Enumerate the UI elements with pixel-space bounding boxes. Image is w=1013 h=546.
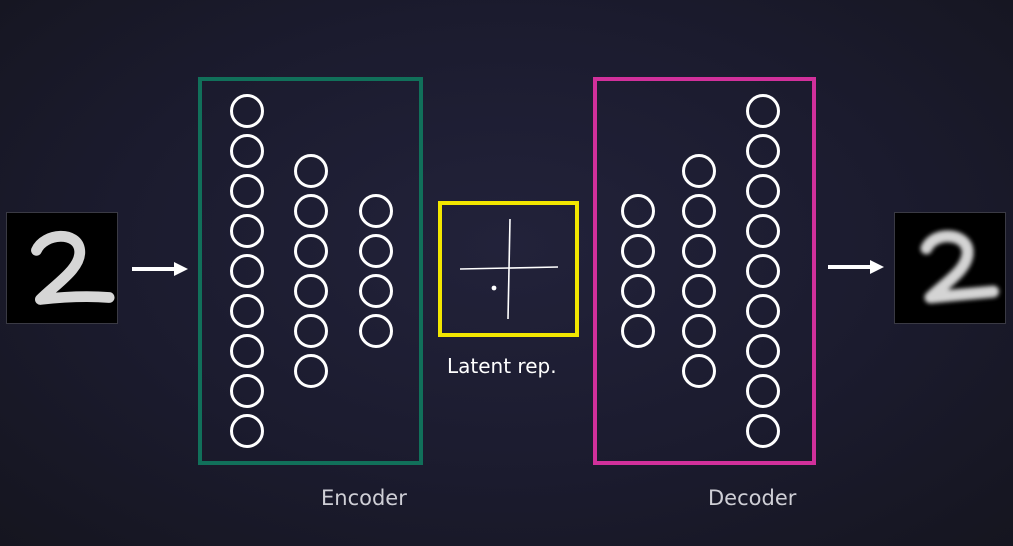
decoder-neuron <box>746 414 780 448</box>
decoder-neuron <box>746 214 780 248</box>
decoder-neuron <box>682 314 716 348</box>
encoder-layers <box>230 94 393 448</box>
decoder-neuron <box>621 314 655 348</box>
encoder-neuron <box>359 234 393 268</box>
encoder-neuron <box>230 374 264 408</box>
latent-box <box>438 201 579 337</box>
encoder-neuron <box>230 94 264 128</box>
decoder-neuron <box>746 94 780 128</box>
encoder-neuron <box>294 274 328 308</box>
encoder-neuron <box>359 274 393 308</box>
encoder-neuron <box>230 174 264 208</box>
encoder-neuron <box>359 314 393 348</box>
input-digit-image <box>6 212 118 324</box>
encoder-box <box>198 77 423 465</box>
encoder-neuron <box>230 134 264 168</box>
decoder-neuron <box>746 134 780 168</box>
decoder-neuron <box>746 334 780 368</box>
encoder-neuron <box>359 194 393 228</box>
latent-space-plot <box>459 218 559 320</box>
decoder-layers <box>621 94 780 448</box>
encoder-neuron <box>230 214 264 248</box>
encoder-neuron <box>230 254 264 288</box>
decoder-neuron <box>746 174 780 208</box>
latent-point <box>491 285 497 291</box>
latent-y-axis <box>507 218 511 320</box>
decoder-neuron <box>682 234 716 268</box>
decoder-neuron <box>682 154 716 188</box>
encoder-neuron <box>230 414 264 448</box>
encoder-label: Encoder <box>321 486 407 510</box>
decoder-neuron <box>682 354 716 388</box>
decoder-box <box>593 77 816 465</box>
decoder-layer-1 <box>621 194 655 348</box>
encoder-neuron <box>294 154 328 188</box>
encoder-neuron <box>294 234 328 268</box>
decoder-layer-3 <box>746 94 780 448</box>
encoder-layer-3 <box>359 194 393 348</box>
encoder-neuron <box>230 334 264 368</box>
decoder-neuron <box>682 194 716 228</box>
output-arrow-icon <box>828 260 884 274</box>
encoder-layer-1 <box>230 94 264 448</box>
output-digit-image <box>894 212 1006 324</box>
decoder-neuron <box>621 234 655 268</box>
input-arrow-icon <box>132 262 188 276</box>
decoder-neuron <box>746 294 780 328</box>
encoder-neuron <box>294 354 328 388</box>
decoder-neuron <box>682 274 716 308</box>
decoder-neuron <box>746 374 780 408</box>
encoder-layer-2 <box>294 154 328 388</box>
decoder-neuron <box>621 274 655 308</box>
encoder-neuron <box>294 314 328 348</box>
decoder-label: Decoder <box>708 486 797 510</box>
decoder-layer-2 <box>682 154 716 388</box>
decoder-neuron <box>621 194 655 228</box>
latent-label: Latent rep. <box>447 354 557 378</box>
decoder-neuron <box>746 254 780 288</box>
encoder-neuron <box>230 294 264 328</box>
encoder-neuron <box>294 194 328 228</box>
